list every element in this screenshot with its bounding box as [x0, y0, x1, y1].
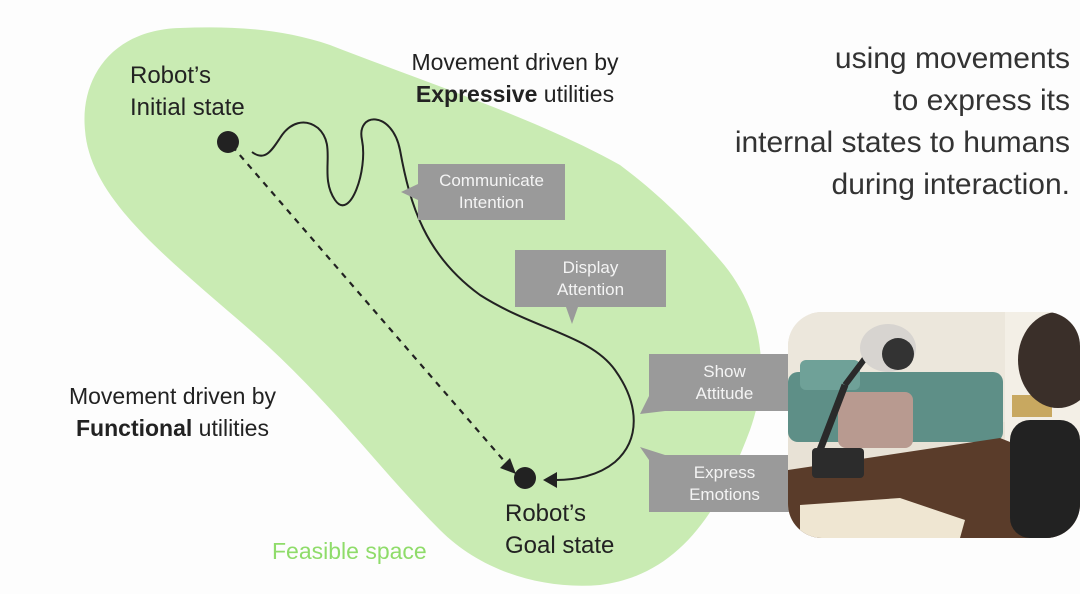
- bubble-text-line: Communicate: [439, 171, 544, 190]
- bubble-communicate-intention-text: Communicate Intention: [418, 170, 565, 214]
- bubble-express-emotions: [640, 447, 800, 512]
- functional-rest: utilities: [192, 415, 269, 441]
- initial-state-label: Robot’s Initial state: [130, 60, 245, 124]
- expressive-bold: Expressive: [415, 81, 538, 107]
- expressive-path: [251, 118, 635, 481]
- goal-state-dot: [514, 467, 536, 489]
- bubble-text-line: Express: [693, 463, 756, 482]
- goal-state-line2: Goal state: [505, 532, 615, 559]
- robot-lamp-photo: [788, 312, 1080, 538]
- bubble-text-line: Show: [703, 362, 746, 381]
- expressive-path-arrowhead: [543, 472, 557, 488]
- tagline-line4: during interaction.: [831, 168, 1070, 201]
- functional-movement-label: Movement driven by Functional utilities: [40, 380, 305, 444]
- feasible-space-label: Feasible space: [272, 538, 427, 564]
- initial-state-dot: [217, 131, 239, 153]
- bubble-communicate-intention: [401, 164, 565, 220]
- bubble-text-line: Emotions: [689, 485, 760, 504]
- tagline-line3: internal states to humans: [734, 126, 1070, 159]
- expressive-line1: Movement driven by: [411, 49, 619, 75]
- tagline-line2: to express its: [893, 84, 1070, 117]
- functional-path: [231, 145, 506, 463]
- tagline: using movements to express its internal …: [650, 38, 1070, 206]
- bubble-display-attention: [515, 250, 666, 324]
- functional-path-arrowhead: [500, 458, 516, 474]
- expressive-rest: utilities: [537, 81, 615, 107]
- bubble-text-line: Attitude: [695, 384, 754, 403]
- bubble-express-emotions-text: Express Emotions: [649, 462, 800, 506]
- bubble-display-attention-text: Display Attention: [515, 257, 666, 301]
- bubble-text-line: Intention: [458, 193, 525, 212]
- goal-state-label: Robot’s Goal state: [505, 498, 614, 562]
- bubble-show-attitude: [640, 354, 800, 414]
- tagline-line1: using movements: [834, 42, 1070, 75]
- feasible-space-region: [84, 27, 762, 586]
- bubble-text-line: Display: [562, 258, 619, 277]
- bubble-text-line: Attention: [556, 280, 625, 299]
- initial-state-line2: Initial state: [130, 94, 245, 121]
- expressive-movement-label: Movement driven by Expressive utilities: [385, 46, 645, 110]
- goal-state-line1: Robot’s: [505, 500, 586, 527]
- initial-state-line1: Robot’s: [130, 62, 211, 89]
- functional-bold: Functional: [76, 415, 193, 441]
- functional-line1: Movement driven by: [68, 383, 277, 409]
- bubble-show-attitude-text: Show Attitude: [649, 361, 800, 405]
